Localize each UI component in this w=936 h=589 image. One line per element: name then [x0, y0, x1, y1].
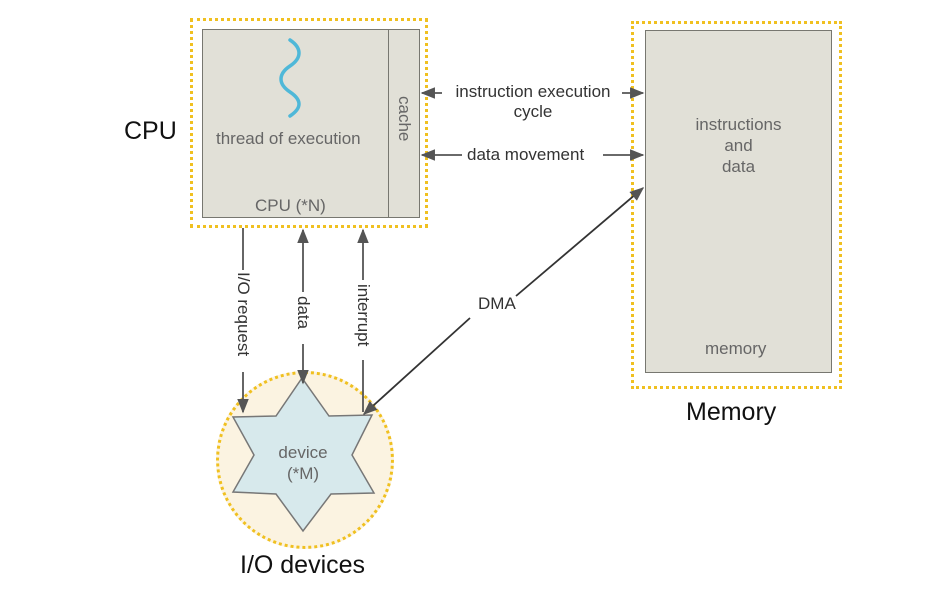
cache-label: cache: [395, 96, 414, 142]
memory-content-line1: instructions: [695, 115, 782, 134]
instruction-cycle-label-line1: instruction execution: [455, 82, 611, 101]
memory-inner-label: memory: [705, 339, 767, 358]
device-label-line1: device: [278, 443, 328, 462]
memory-content-line3: data: [721, 157, 756, 176]
instruction-cycle-label: instruction execution cycle: [446, 82, 620, 122]
cpu-highlight-frame: [190, 18, 428, 228]
instruction-cycle-label-line2: cycle: [513, 102, 553, 121]
memory-highlight-frame: [631, 21, 842, 389]
cpu-count-label: CPU (*N): [255, 196, 326, 215]
cpu-box: [202, 29, 420, 218]
device-label-line2: (*M): [286, 464, 320, 483]
dma-arrow-to-memory: [515, 187, 645, 297]
memory-title: Memory: [686, 398, 777, 426]
cache-box: [388, 29, 420, 218]
io-request-label: I/O request: [234, 272, 253, 357]
memory-content-line2: and: [724, 136, 753, 155]
thread-wave-icon: [279, 38, 301, 118]
memory-box: [645, 30, 832, 373]
data-movement-label: data movement: [467, 145, 585, 164]
memory-content-label: instructions and data: [645, 114, 832, 177]
io-devices-title: I/O devices: [240, 551, 366, 579]
dma-arrow-to-device: [362, 317, 471, 415]
cpu-title: CPU: [124, 117, 177, 145]
interrupt-label: interrupt: [354, 284, 373, 347]
thread-of-execution-label: thread of execution: [216, 129, 361, 148]
dma-label: DMA: [478, 294, 516, 313]
device-star-shape: [231, 376, 376, 533]
data-bus-label: data: [294, 296, 313, 330]
device-label: device (*M): [263, 442, 343, 484]
